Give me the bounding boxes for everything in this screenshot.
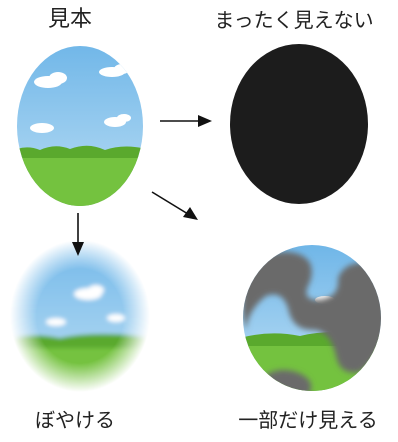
partial-scene <box>243 245 381 391</box>
sample-scene <box>17 46 143 206</box>
blind-view <box>230 44 368 204</box>
arrows <box>72 115 212 256</box>
label-blind: まったく見えない <box>214 8 374 32</box>
blur-scene <box>0 230 160 400</box>
label-partial: 一部だけ見える <box>238 408 378 432</box>
label-blur: ぼやける <box>35 408 115 432</box>
arrow-right-head <box>198 115 212 127</box>
arrow-diagonal <box>151 191 189 215</box>
label-sample: 見本 <box>47 7 92 32</box>
sample-clouds <box>30 64 131 133</box>
arrow-diagonal-head <box>183 207 198 220</box>
arrow-down-head <box>72 242 84 256</box>
